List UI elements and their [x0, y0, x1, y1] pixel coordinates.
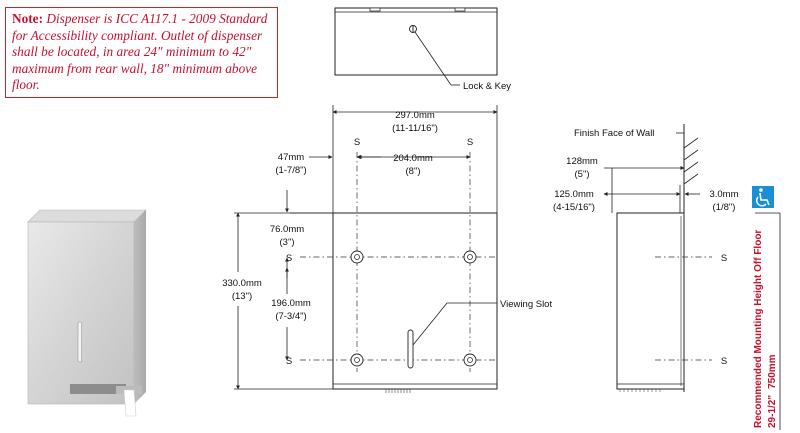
wall-mm: 3.0mm: [709, 189, 738, 200]
top-view: Lock & Key: [334, 7, 511, 92]
viewing-slot: [407, 329, 414, 369]
screw-label: S: [286, 253, 292, 264]
spacing-mm: 204.0mm: [393, 153, 433, 164]
finish-face-label: Finish Face of Wall: [574, 128, 654, 139]
screw-label: S: [721, 356, 727, 367]
lock-key-label: Lock & Key: [463, 81, 511, 92]
spacing-in: (8"): [406, 166, 421, 177]
depth2-in: (4-15/16"): [553, 202, 595, 213]
side-view: Finish Face of Wall S S 128mm (5") 125.0…: [553, 124, 781, 430]
screw-label: S: [721, 253, 727, 264]
height-in: (13"): [232, 291, 252, 302]
screw-hole: [463, 353, 477, 367]
width-mm: 297.0mm: [395, 110, 435, 121]
top-mm: 76.0mm: [270, 224, 304, 235]
viewing-slot-label: Viewing Slot: [500, 299, 552, 310]
accessibility-icon: [752, 186, 774, 208]
wall-in: (1/8"): [713, 202, 736, 213]
depth2-mm: 125.0mm: [554, 189, 594, 200]
height-mm: 330.0mm: [222, 278, 262, 289]
depth1-mm: 128mm: [566, 156, 598, 167]
depth1-in: (5"): [575, 169, 590, 180]
top-in: (3"): [280, 237, 295, 248]
edge-mm: 47mm: [278, 152, 304, 163]
screw-hole: [350, 250, 364, 264]
front-view: Viewing Slot S S S S 297.0mm (11-11/16")…: [222, 105, 552, 393]
dispenser-photo: [27, 209, 147, 417]
screw-label: S: [354, 137, 360, 148]
accessibility-note: Note: Dispenser is ICC A117.1 - 2009 Sta…: [5, 7, 278, 98]
recommended-height-label: Recommended Mounting Height Off Floor: [753, 230, 764, 428]
recommended-height-value: 29-1/2"750mm: [767, 354, 778, 428]
screw-label: S: [286, 356, 292, 367]
width-in: (11-11/16"): [392, 123, 438, 134]
vert-in: (7-3/4"): [275, 311, 306, 322]
note-text: Dispenser is ICC A117.1 - 2009 Standard …: [12, 11, 268, 92]
lock-icon: [409, 25, 417, 33]
screw-hole: [463, 250, 477, 264]
note-prefix: Note:: [12, 11, 44, 26]
vert-mm: 196.0mm: [271, 298, 311, 309]
screw-label: S: [467, 137, 473, 148]
edge-in: (1-7/8"): [275, 165, 306, 176]
screw-hole: [350, 353, 364, 367]
